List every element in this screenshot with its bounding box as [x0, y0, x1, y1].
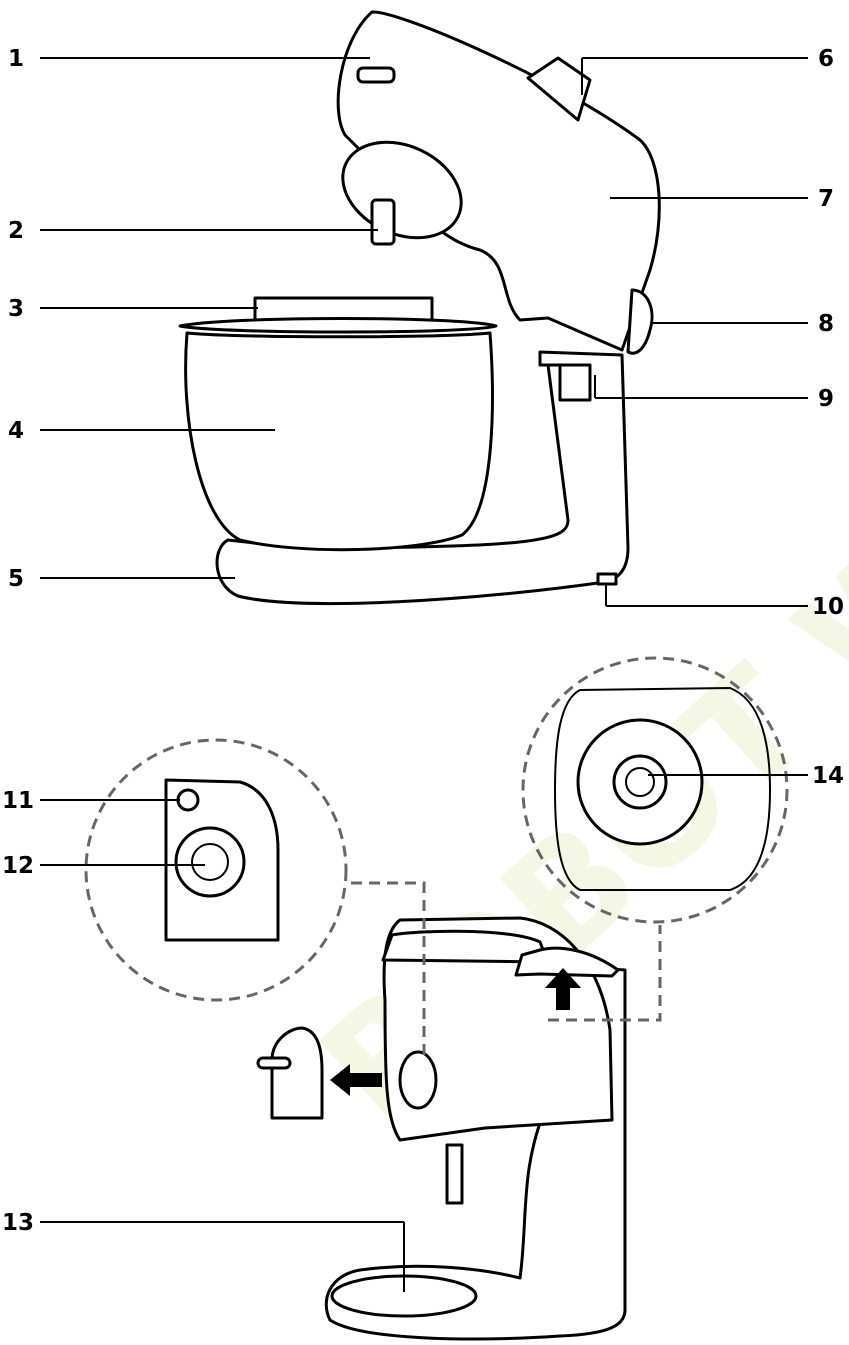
lower-shaft [445, 1143, 464, 1205]
callout-3: 3 [8, 296, 24, 322]
callout-5: 5 [8, 566, 24, 592]
callout-4: 4 [8, 418, 24, 444]
arrow-left [330, 1064, 382, 1096]
top-cap [514, 946, 620, 978]
callout-lines [40, 57, 808, 1292]
detail-right-spline [625, 767, 655, 797]
callout-1: 1 [8, 46, 24, 72]
callout-14: 14 [812, 763, 844, 789]
callout-10: 10 [812, 594, 844, 620]
detail-left [84, 738, 348, 1002]
detail-pin [176, 788, 200, 812]
callout-7: 7 [818, 186, 834, 212]
detail-circle-left [84, 738, 348, 1002]
head-lever [356, 66, 396, 84]
cover-pin [256, 1056, 292, 1070]
callout-8: 8 [818, 311, 834, 337]
detail-right-hub [612, 754, 668, 810]
bowl-rim [178, 317, 498, 334]
callout-13: 13 [2, 1210, 34, 1236]
lower-base [324, 963, 627, 1341]
detail-gear [191, 843, 229, 881]
callout-2: 2 [8, 218, 24, 244]
detail-right-housing [554, 687, 771, 891]
mixer-disassembled [256, 916, 627, 1341]
detail-drive-socket [174, 826, 246, 898]
callout-11: 11 [2, 788, 34, 814]
socket-cover [270, 1026, 324, 1120]
speed-knob [626, 288, 654, 355]
side-socket-small [398, 1050, 438, 1110]
callout-numbers: 1 2 3 4 5 6 7 8 9 10 11 12 13 14 [2, 46, 844, 1236]
connector-left [345, 881, 426, 1055]
callout-9: 9 [818, 386, 834, 412]
detail-right [521, 656, 789, 924]
foot [596, 572, 618, 586]
top-cover [526, 56, 592, 122]
mixer-assembled [178, 10, 661, 605]
detail-circle-right [521, 656, 789, 924]
arrow-up [545, 968, 581, 1010]
callout-12: 12 [2, 853, 34, 879]
beater-connector [370, 198, 396, 246]
mixing-bowl [184, 331, 494, 552]
connector-right [548, 925, 662, 1022]
callout-6: 6 [818, 46, 834, 72]
